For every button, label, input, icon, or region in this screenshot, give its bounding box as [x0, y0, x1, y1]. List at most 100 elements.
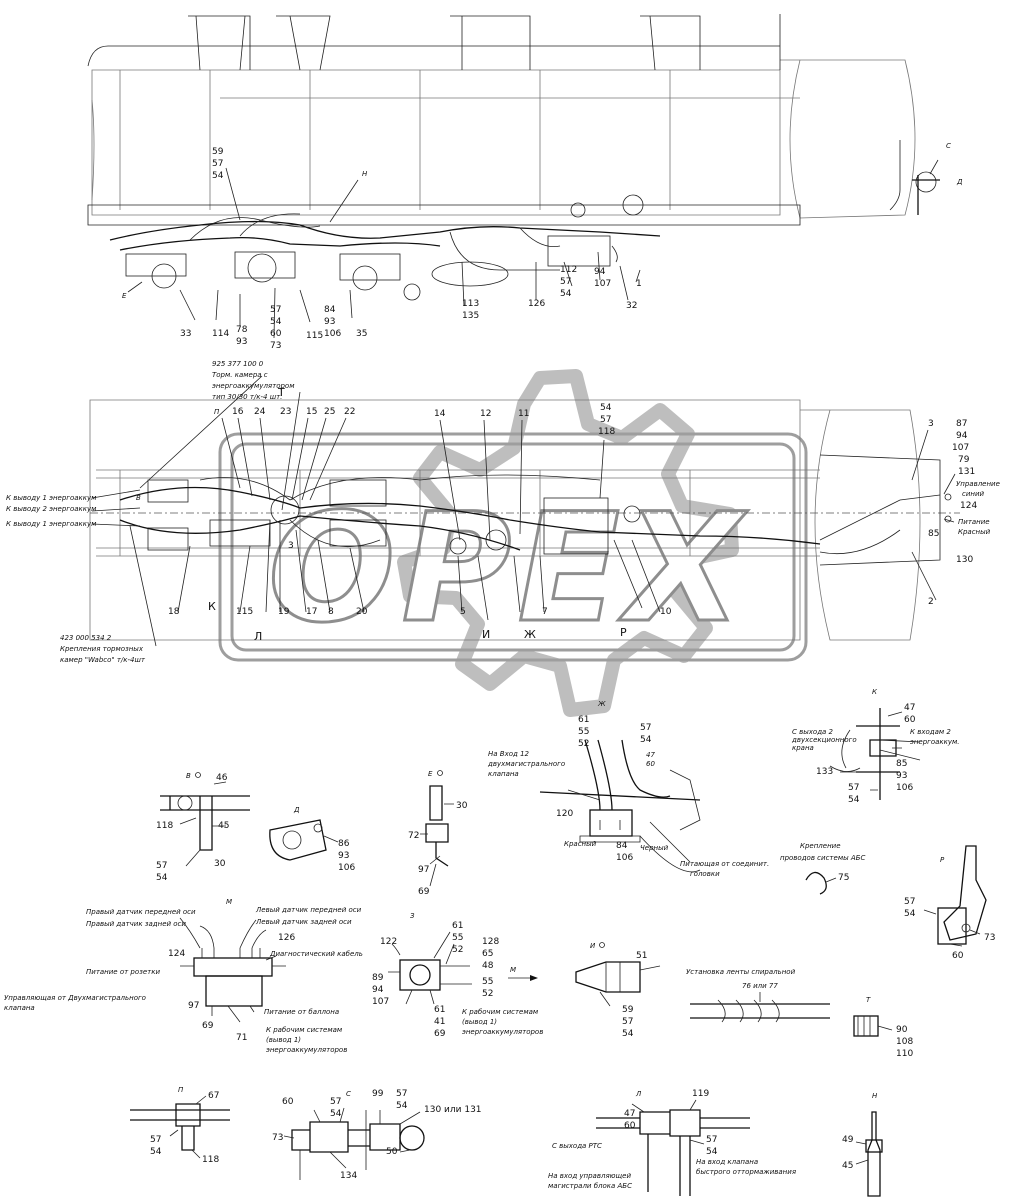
callout: Управление: [956, 480, 1000, 488]
callout: 54: [560, 289, 572, 299]
callout: 99: [372, 1089, 384, 1099]
callout: 87: [956, 419, 967, 429]
side-view: 59 57 54 Н С Д Е 33 114 78 93 57 54 60 7…: [87, 14, 963, 351]
detail-title: И: [590, 942, 596, 950]
annotation: 76 или 77: [742, 982, 778, 990]
annotation: (вывод 1): [462, 1018, 497, 1026]
annotation: На вход управляющей: [548, 1172, 631, 1180]
detail-title: К: [872, 688, 878, 696]
callout: 93: [338, 851, 349, 861]
callout: 94: [372, 985, 384, 995]
callout: Торм. камера с: [212, 371, 268, 379]
callout: камер "Wabco" т/к-4шт: [60, 656, 146, 664]
annotation: Черный: [640, 844, 669, 852]
callout: 30: [214, 859, 226, 869]
callout: 45: [842, 1161, 853, 1171]
callout: 50: [386, 1147, 398, 1157]
callout: 47: [624, 1109, 635, 1119]
detail-abs-mount: Крепление проводов системы АБС 75: [780, 842, 865, 895]
detail-spiral-tape: Установка ленты спиральной 76 или 77: [686, 968, 830, 1023]
callout: 73: [984, 933, 995, 943]
callout: 60: [624, 1121, 636, 1131]
callout: 57: [212, 159, 223, 169]
callout: 54: [396, 1101, 408, 1111]
callout: 133: [816, 767, 833, 777]
callout: 47: [904, 703, 915, 713]
callout: 3: [928, 419, 934, 429]
callout: 57: [396, 1089, 407, 1099]
callout: 84: [324, 305, 336, 315]
annotation: К рабочим системам: [462, 1008, 539, 1016]
detail-title: Л: [635, 1090, 642, 1098]
callout: 55: [452, 933, 463, 943]
callout: 46: [216, 773, 228, 783]
callout: 57: [706, 1135, 717, 1145]
callout: 106: [616, 853, 633, 863]
detail-title: Р: [940, 856, 945, 864]
callout: 72: [408, 831, 419, 841]
callout: 59: [212, 147, 224, 157]
callout: 85: [896, 759, 907, 769]
annotation: С выхода 2: [792, 728, 834, 736]
callout: Т: [277, 386, 285, 399]
detail-r: Р 57 54 60 73: [904, 845, 995, 961]
callout: 54: [848, 795, 860, 805]
watermark-text: OPEX: [268, 482, 748, 656]
callout: 113: [462, 299, 479, 309]
callout: тип 30/30 т/к-4 шт.: [212, 393, 282, 401]
callout: 60: [282, 1097, 294, 1107]
detail-zh: Ж 61 55 52 57 54 47 60 120 84 106 На Вхо…: [487, 700, 769, 878]
callout: 93: [324, 317, 335, 327]
detail-title: З: [410, 912, 415, 920]
callout: 54: [640, 735, 652, 745]
callout: 69: [434, 1029, 446, 1039]
callout: 57: [640, 723, 651, 733]
annotation: энергоаккумуляторов: [462, 1028, 543, 1036]
callout: 57: [600, 415, 611, 425]
callout: 19: [278, 607, 290, 617]
callout: 115: [306, 331, 323, 341]
callout: 2: [928, 597, 934, 607]
callout: 60: [270, 329, 282, 339]
callout: 115: [236, 607, 253, 617]
callout: Л: [254, 630, 262, 643]
detail-v: В 46 118 45 57 54 30: [156, 772, 250, 883]
callout: П: [214, 408, 220, 416]
annotation: двухсекционного: [791, 736, 857, 744]
annotation: На Вход 12: [488, 750, 530, 758]
callout: 126: [528, 299, 545, 309]
callout: 423 000 534 2: [60, 634, 112, 642]
annotation: Питающая от соединит.: [680, 860, 769, 868]
annotation: Правый датчик передней оси: [86, 908, 196, 916]
callout: 15: [306, 407, 317, 417]
callout: М: [510, 966, 516, 974]
callout: 20: [356, 607, 368, 617]
callout: 54: [904, 909, 916, 919]
callout: энергоаккумулятором: [212, 382, 295, 390]
callout: 110: [896, 1049, 913, 1059]
callout: 51: [636, 951, 647, 961]
annotation: На вход клапана: [696, 1158, 758, 1166]
annotation: К рабочим системам: [266, 1026, 343, 1034]
callout: 7: [542, 607, 548, 617]
callout: 47: [646, 751, 655, 759]
annotation: Питание от розетки: [86, 968, 160, 976]
callout: 48: [482, 961, 494, 971]
callout: 122: [380, 937, 397, 947]
annotation: (вывод 1): [266, 1036, 301, 1044]
callout: 14: [434, 409, 446, 419]
callout: 106: [324, 329, 341, 339]
callout: 54: [150, 1147, 162, 1157]
callout: 45: [218, 821, 229, 831]
callout: 93: [236, 337, 247, 347]
callout: 112: [560, 265, 577, 275]
callout: 10: [660, 607, 672, 617]
annotation: Правый датчик задней оси: [86, 920, 186, 928]
callout: 93: [896, 771, 907, 781]
callout: С: [946, 142, 951, 150]
callout: 57: [622, 1017, 633, 1027]
callout: 57: [330, 1097, 341, 1107]
callout: 41: [434, 1017, 445, 1027]
callout: 128: [482, 937, 499, 947]
callout: К выводу 1 энергоаккум: [6, 494, 97, 502]
